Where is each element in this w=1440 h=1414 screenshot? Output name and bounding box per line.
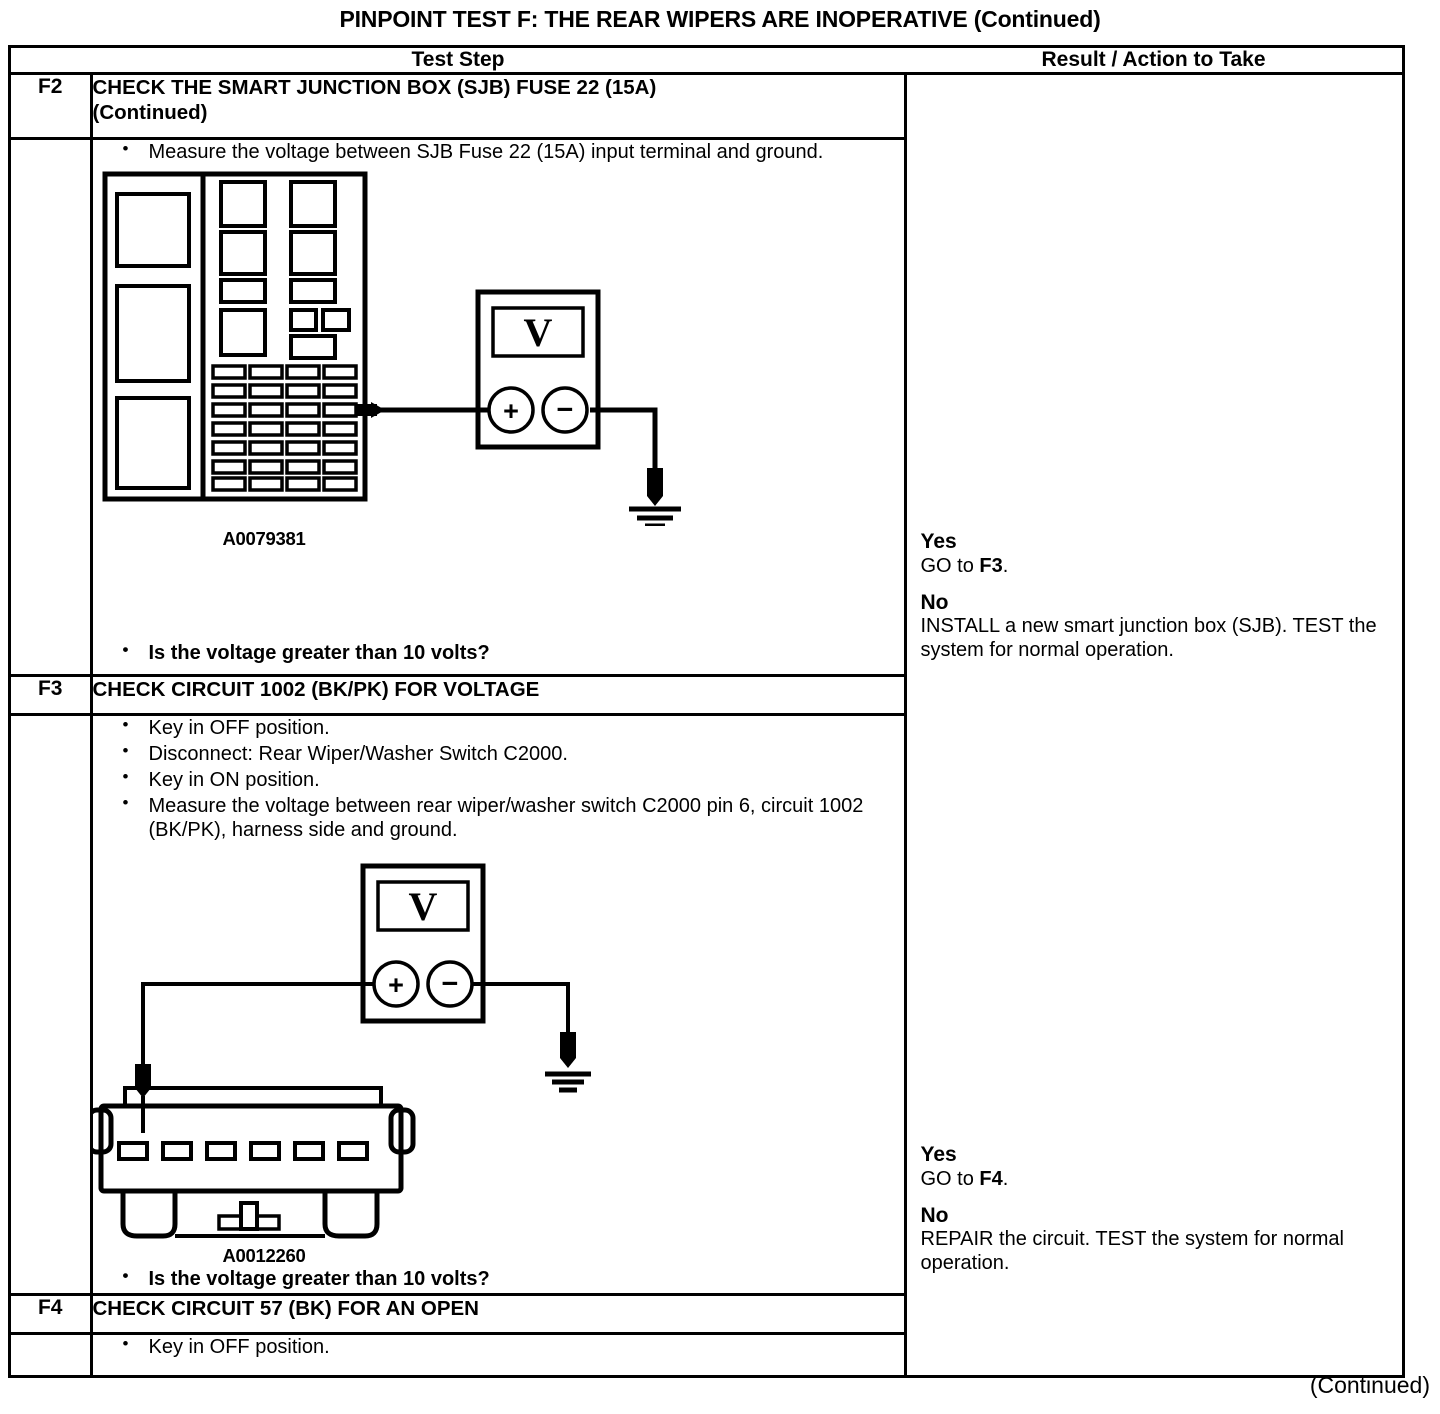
result-no-text: REPAIR the circuit. TEST the system for … [920,1228,1344,1275]
ground-probe [646,468,663,506]
step-heading-f2-line1: CHECK THE SMART JUNCTION BOX (SJB) FUSE … [92,76,657,99]
spacer-id-f4 [11,1333,93,1375]
list-item: Is the voltage greater than 10 volts? [93,1266,904,1291]
spacer-id-f3 [11,714,93,1267]
question-list-f2: Is the voltage greater than 10 volts? [93,640,904,665]
list-item: Disconnect: Rear Wiper/Washer Switch C20… [93,741,904,766]
list-item: Measure the voltage between rear wiper/w… [93,793,904,842]
smart-junction-box-diagram: V + − [102,171,681,526]
step-id-f2: F2 [11,73,93,140]
step-id-f4: F4 [11,1294,93,1335]
page-title: PINPOINT TEST F: THE REAR WIPERS ARE INO… [339,6,1101,32]
question-list-f3: Is the voltage greater than 10 volts? [93,1266,904,1291]
svg-text:+: + [388,970,404,1000]
voltmeter-body [360,863,485,1024]
result-yes-label: Yes [920,530,957,553]
bullet-list-f3: Key in OFF position. Disconnect: Rear Wi… [93,715,904,842]
result-no-label: No [920,590,949,614]
goto-prefix: GO to [920,554,980,577]
goto-suffix: . [1002,1167,1009,1190]
list-item: Is the voltage greater than 10 volts? [93,640,904,665]
list-item: Key in OFF position. [93,715,904,740]
voltmeter-display [375,879,470,932]
header-test-step: Test Step [11,48,905,75]
result-no-label: No [920,1203,949,1227]
voltmeter-reading: V [523,310,552,355]
step-heading-f2: CHECK THE SMART JUNCTION BOX (SJB) FUSE … [91,73,907,140]
spacer-id-f2-q [11,641,93,677]
pin-probe [134,1063,151,1098]
header-result-action: Result / Action to Take [905,48,1402,75]
voltmeter-reading: V [408,884,437,929]
connector-pins [116,1140,369,1161]
table-row: F3 CHECK CIRCUIT 1002 (BK/PK) FOR VOLTAG… [11,675,1402,1274]
table-row: Is the voltage greater than 10 volts? [11,1266,1402,1296]
result-yes-text: GO to F3. [921,554,1395,578]
step-id-f3: F3 [11,675,93,716]
connector-c2000-diagram: V + − [92,863,591,1239]
list-item: Measure the voltage between SJB Fuse 22 … [93,139,904,164]
goto-step-link[interactable]: F3 [979,554,1003,577]
step-heading-f3: CHECK CIRCUIT 1002 (BK/PK) FOR VOLTAGE [91,675,907,716]
goto-prefix: GO to [920,1167,980,1190]
table-row: F4 CHECK CIRCUIT 57 (BK) FOR AN OPEN [11,1294,1402,1335]
table-row: Measure the voltage between SJB Fuse 22 … [11,138,1402,642]
table-row: Key in OFF position. Disconnect: Rear Wi… [11,714,1402,1267]
voltmeter-display [490,306,585,358]
bullet-list-f4: Key in OFF position. [93,1334,904,1359]
ground-probe [559,1031,576,1068]
step-body-f4: Key in OFF position. [91,1333,907,1375]
figure-caption-f2: A0079381 [222,528,306,549]
step-body-f3: Key in OFF position. Disconnect: Rear Wi… [91,714,907,1267]
result-yes-text: GO to F4. [921,1167,1395,1191]
result-cell-f4 [905,1294,1402,1375]
table-row: F2 CHECK THE SMART JUNCTION BOX (SJB) FU… [11,73,1402,661]
footer-continued: (Continued) [1309,1372,1430,1398]
result-yes-label: Yes [920,1143,957,1167]
bullet-list-f2: Measure the voltage between SJB Fuse 22 … [93,139,904,164]
voltmeter-body [475,289,600,450]
svg-text:+: + [503,396,519,426]
spacer-id-f3-q [11,1266,93,1296]
result-cell-f3: Yes GO to F4. No REPAIR the circuit. TES… [905,675,1402,1294]
result-no-text: INSTALL a new smart junction box (SJB). … [920,615,1377,662]
step-question-f2: Is the voltage greater than 10 volts? [91,640,907,677]
result-yes-f2: Yes GO to F3. [921,530,1395,578]
result-no-f3: No REPAIR the circuit. TEST the system f… [921,1204,1395,1276]
table-header-row: Test Step Result / Action to Take [11,48,1402,75]
table-row: Is the voltage greater than 10 volts? [11,640,1402,677]
step-question-f3: Is the voltage greater than 10 volts? [91,1266,907,1296]
svg-text:−: − [556,394,573,426]
step-heading-f4: CHECK CIRCUIT 57 (BK) FOR AN OPEN [91,1294,907,1335]
result-cell-f2: Yes GO to F3. No INSTALL a new smart jun… [905,74,1402,676]
table-row: Key in OFF position. [11,1333,1402,1375]
result-yes-f3: Yes GO to F4. [921,1143,1395,1191]
step-body-f2: Measure the voltage between SJB Fuse 22 … [91,138,907,642]
svg-text:−: − [441,968,458,1000]
pinpoint-test-table: Test Step Result / Action to Take F2 CHE… [8,45,1405,1378]
figure-caption-f3: A0012260 [222,1244,306,1266]
spacer-id-f2 [11,138,93,642]
list-item: Key in ON position. [93,767,904,792]
negative-terminal [540,386,589,434]
goto-suffix: . [1002,554,1009,577]
goto-step-link[interactable]: F4 [979,1167,1003,1190]
list-item: Key in OFF position. [93,1334,904,1359]
positive-terminal [486,386,535,434]
step-heading-f2-line2: (Continued) [92,101,208,124]
result-no-f2: No INSTALL a new smart junction box (SJB… [921,591,1395,663]
